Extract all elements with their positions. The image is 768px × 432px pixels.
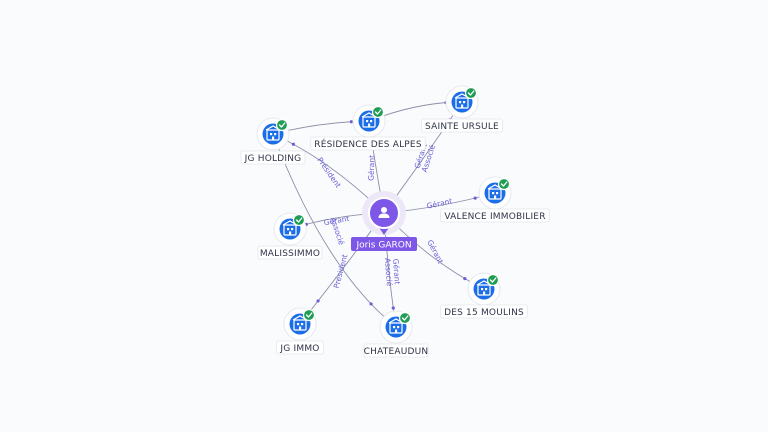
- person-node-center[interactable]: Joris GARON: [351, 191, 417, 251]
- building-window: [370, 120, 373, 123]
- center-person-name: Joris GARON: [355, 241, 411, 251]
- edge-arrow-marker: [291, 142, 296, 146]
- verified-check-icon: [302, 308, 316, 322]
- verified-check-icon: [398, 311, 412, 325]
- company-name: RÉSIDENCE DES ALPES: [314, 138, 422, 150]
- building-door: [289, 231, 292, 235]
- verified-check-icon: [464, 86, 478, 100]
- building-door: [483, 291, 486, 295]
- company-label-bg: [257, 245, 323, 260]
- verified-check-icon: [486, 273, 500, 287]
- company-name: MALISSIMMO: [260, 249, 320, 259]
- building-window: [297, 323, 300, 326]
- company-node-residence-des-alpes[interactable]: RÉSIDENCE DES ALPES: [310, 104, 426, 151]
- building-window: [463, 101, 466, 104]
- company-name: JG HOLDING: [244, 154, 302, 164]
- edge-arrow-marker: [463, 276, 467, 281]
- building-window: [393, 326, 396, 329]
- building-door: [395, 329, 398, 333]
- relation-label-valence-immobilier: Gérant: [426, 196, 453, 210]
- building-door: [368, 123, 371, 127]
- company-node-sainte-ursule[interactable]: SAINTE URSULE: [421, 85, 503, 133]
- center-label-bg: [351, 237, 417, 251]
- company-label-bg: [275, 340, 324, 355]
- edge-arrow-marker: [473, 196, 477, 200]
- company-label: DES 15 MOULINS: [440, 304, 528, 319]
- company-name: JG IMMO: [279, 344, 319, 354]
- company-label: CHATEAUDUN: [363, 343, 429, 358]
- relation-label-residence-des-alpes: Gérant: [367, 155, 377, 181]
- building-window: [274, 133, 277, 136]
- company-building-icon: [292, 315, 308, 331]
- company-node-valence-immobilier[interactable]: VALENCE IMMOBILIER: [440, 176, 550, 223]
- verified-check-icon: [275, 118, 289, 132]
- company-label: MALISSIMMO: [257, 245, 323, 260]
- company-node-chateaudun[interactable]: CHATEAUDUN: [363, 310, 429, 358]
- relation-label-jg-holding: Président: [315, 156, 342, 190]
- relation-label-chateaudun: GérantAssocié: [383, 257, 402, 287]
- building-door: [461, 104, 464, 108]
- company-name: DES 15 MOULINS: [444, 308, 524, 318]
- verified-check-icon: [497, 177, 511, 191]
- person-icon: [378, 207, 390, 218]
- company-label-bg: [310, 136, 426, 151]
- company-name: SAINTE URSULE: [425, 122, 499, 132]
- company-label-bg: [440, 208, 550, 223]
- building-door: [272, 136, 275, 140]
- company-name: VALENCE IMMOBILIER: [444, 212, 545, 222]
- relation-label-des-15-moulins: Gérant: [425, 238, 445, 265]
- company-label-bg: [240, 150, 306, 165]
- edge-arrow-marker: [316, 299, 320, 303]
- company-label: VALENCE IMMOBILIER: [440, 208, 550, 223]
- company-label: RÉSIDENCE DES ALPES: [310, 136, 426, 151]
- building-door: [494, 195, 497, 199]
- relation-label-jg-immo: Président: [332, 253, 350, 289]
- company-label: JG IMMO: [275, 340, 324, 355]
- company-label-bg: [363, 343, 429, 358]
- company-building-icon: [476, 280, 492, 296]
- company-node-jg-holding[interactable]: JG HOLDING: [240, 117, 306, 165]
- building-window: [291, 228, 294, 231]
- edge-arrow-marker: [349, 120, 354, 124]
- edge-arrow-marker: [369, 302, 373, 306]
- building-window: [492, 192, 495, 195]
- building-door: [299, 326, 302, 330]
- building-window: [485, 288, 488, 291]
- company-node-malissimmo[interactable]: MALISSIMMO: [257, 212, 323, 260]
- building-window: [366, 120, 369, 123]
- building-window: [459, 101, 462, 104]
- verified-check-icon: [292, 213, 306, 227]
- relation-edge-chateaudun: [272, 133, 397, 328]
- verified-check-icon: [371, 105, 385, 119]
- building-window: [270, 133, 273, 136]
- building-window: [481, 288, 484, 291]
- building-window: [301, 323, 304, 326]
- company-label-bg: [421, 118, 503, 133]
- building-window: [397, 326, 400, 329]
- building-window: [287, 228, 290, 231]
- company-label: SAINTE URSULE: [421, 118, 503, 133]
- company-name: CHATEAUDUN: [364, 347, 429, 357]
- edge-arrow-marker: [391, 306, 395, 310]
- company-node-des-15-moulins[interactable]: DES 15 MOULINS: [440, 272, 528, 319]
- relation-label-malissimmo: Gérant: [323, 214, 350, 227]
- company-node-jg-immo[interactable]: JG IMMO: [275, 307, 324, 355]
- company-label: JG HOLDING: [240, 150, 306, 165]
- company-label-bg: [440, 304, 528, 319]
- building-window: [496, 192, 499, 195]
